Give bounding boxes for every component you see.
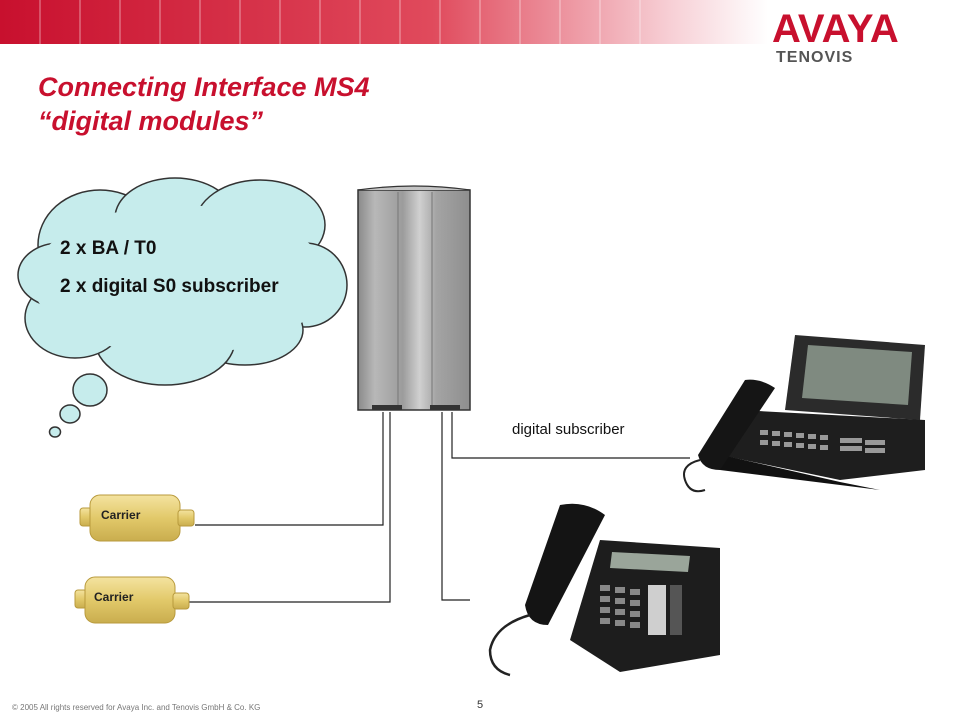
page-number: 5 [477,699,484,711]
carrier-connector-icon [79,494,195,542]
desk-phone-display-icon [683,335,925,493]
cloud-text: 2 x BA / T0 2 x digital S0 subscriber [60,238,279,298]
slide-title: Connecting Interface MS4 “digital module… [38,70,370,138]
digital-subscriber-label: digital subscriber [512,421,625,438]
header-banner [0,0,960,44]
server-module-icon [357,185,471,411]
title-line-1: Connecting Interface MS4 [38,72,370,102]
avaya-tenovis-logo: AVAYA TENOVIS [772,7,899,66]
title-line-2: “digital modules” [38,106,264,136]
cloud-line-ba-t0: 2 x BA / T0 [60,238,157,259]
connection-lines [188,412,690,603]
carrier-connector-icon [74,576,190,624]
cloud-line-s0-subscriber: 2 x digital S0 subscriber [60,276,279,297]
carrier-label-2: Carrier [94,590,134,604]
carrier-label-1: Carrier [101,508,141,522]
thought-cloud [17,177,348,438]
desk-phone-icon [488,503,720,677]
copyright-footer: © 2005 All rights reserved for Avaya Inc… [12,703,261,712]
svg-text:AVAYA: AVAYA [772,7,899,51]
svg-text:TENOVIS: TENOVIS [776,49,853,66]
